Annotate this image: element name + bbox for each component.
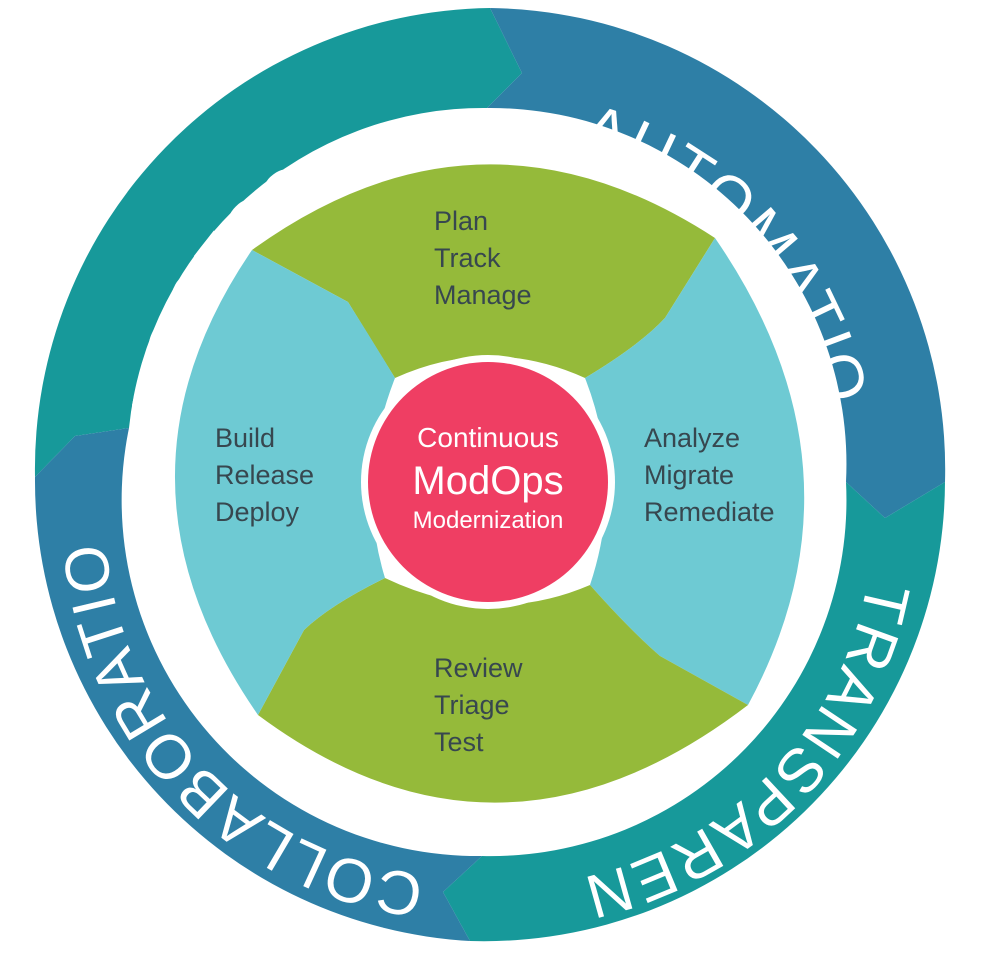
petal-top	[252, 164, 715, 378]
inner-top-line-2: Track	[434, 243, 501, 273]
inner-top-line-3: Manage	[434, 280, 532, 310]
petal-bottom	[258, 578, 748, 803]
petal-right-text: Analyze Migrate Remediate	[644, 423, 775, 527]
petal-left	[174, 250, 395, 715]
inner-top-line-1: Plan	[434, 206, 488, 236]
petal-bottom-text: Review Triage Test	[434, 653, 523, 757]
center-line-1: Continuous	[417, 422, 559, 453]
petal-top-text: Plan Track Manage	[434, 206, 532, 310]
inner-bottom-line-2: Triage	[434, 690, 510, 720]
inner-right-line-1: Analyze	[644, 423, 740, 453]
center-line-2: ModOps	[412, 459, 563, 503]
petal-right	[585, 238, 805, 705]
inner-left-line-3: Deploy	[215, 497, 300, 527]
petal-left-text: Build Release Deploy	[215, 423, 314, 527]
inner-bottom-line-1: Review	[434, 653, 523, 683]
inner-right-line-2: Migrate	[644, 460, 734, 490]
ring-segment-collaboration	[34, 428, 482, 941]
inner-bottom-line-3: Test	[434, 727, 484, 757]
inner-left-line-2: Release	[215, 460, 314, 490]
ring-segment-process	[34, 8, 522, 477]
center-line-3: Modernization	[413, 507, 564, 534]
ring-segment-transparency	[443, 482, 945, 942]
inner-right-line-3: Remediate	[644, 497, 775, 527]
ring-segment-automation	[487, 8, 946, 518]
center-circle-fill	[368, 362, 608, 602]
inner-left-line-1: Build	[215, 423, 275, 453]
